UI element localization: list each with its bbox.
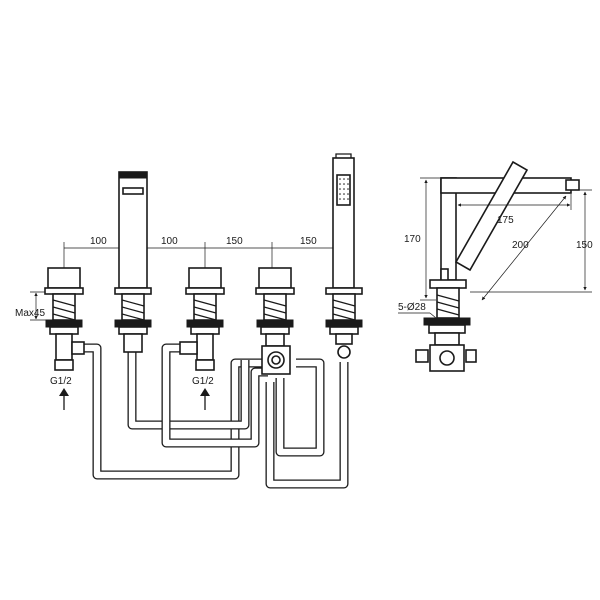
spacing-label-4: 150 — [300, 236, 317, 247]
valve-right — [179, 267, 225, 371]
inlet-label-right: G1/2 — [192, 376, 214, 387]
hole-leader-line — [398, 312, 437, 319]
diverter-valve — [255, 267, 295, 375]
side-height-dimension — [420, 177, 440, 301]
inlet-arrow-right — [200, 388, 210, 410]
hole-label: 5-Ø28 — [398, 302, 426, 313]
shower-spray-dots — [339, 178, 349, 200]
side-reach-label: 175 — [497, 215, 514, 226]
valve-left — [44, 267, 85, 371]
side-reach-dimension — [457, 194, 572, 210]
side-view-spout — [415, 160, 580, 372]
spacing-label-1: 100 — [90, 236, 107, 247]
hand-shower — [325, 153, 363, 359]
max-height-label: Max45 — [15, 308, 45, 319]
hose-spout — [127, 345, 250, 430]
spacing-label-3: 150 — [226, 236, 243, 247]
hose-handshower — [265, 362, 349, 489]
hose-diverter — [275, 358, 325, 457]
inlet-arrow-left — [59, 388, 69, 410]
hose-inlet-left — [84, 343, 268, 480]
spacing-label-2: 100 — [161, 236, 178, 247]
hose-loops — [84, 343, 349, 489]
hose-inlet-right — [161, 343, 268, 448]
side-diagonal-dimension — [481, 195, 567, 301]
inlet-label-left: G1/2 — [50, 376, 72, 387]
side-diagonal-label: 200 — [512, 240, 529, 251]
side-overall-height-dimension — [470, 189, 592, 293]
bath-spout — [114, 171, 152, 353]
side-height-label: 170 — [404, 234, 421, 245]
side-overall-height-label: 150 — [576, 240, 593, 251]
